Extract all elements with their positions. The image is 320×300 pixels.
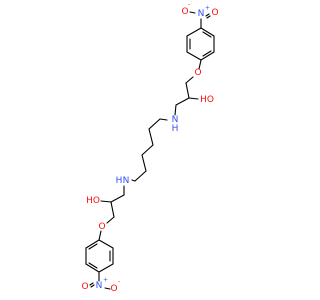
- top-nitro-oxygen-minus: O -: [181, 2, 190, 18]
- bottom-nitro-oxygen-minus: O -: [110, 279, 120, 295]
- top-hydroxyl-label: HO: [200, 95, 214, 105]
- chemical-structure-diagram: O - N + O O HO N H H N HO O O: [81, 2, 218, 295]
- bond-bottom-ring-4: [85, 263, 100, 273]
- bond-chain-1: [159, 118, 168, 121]
- bond-top-ring-3: [200, 51, 215, 61]
- bond-top-ch2-nh: [174, 104, 177, 116]
- bond-top-ring-6: [186, 27, 202, 37]
- bond-top-ring-1: [200, 27, 215, 37]
- bond-top-choh-oh: [188, 97, 199, 100]
- bond-top-ring-ether: [198, 59, 202, 70]
- top-amine: N H: [172, 115, 179, 134]
- top-nitro-oxygen-minus-symbol: O: [181, 7, 188, 17]
- top-nitro-nitrogen-symbol: N: [198, 9, 205, 19]
- bond-chain-2: [148, 118, 161, 130]
- bond-bottom-ring-1: [98, 239, 114, 249]
- top-nitro-oxygen-minus-charge: -: [188, 2, 190, 9]
- bottom-nitro-nitrogen-symbol: N: [96, 281, 103, 291]
- bottom-nitro-oxygen-minus-charge: -: [118, 279, 120, 286]
- bond-chain-6: [134, 170, 147, 182]
- bond-bottom-nitro-o-double-2: [90, 284, 95, 288]
- bond-bottom-ring-inner-2: [88, 262, 98, 269]
- bond-bottom-choh-ch2: [110, 201, 115, 218]
- bond-bottom-ch2-ether: [106, 216, 115, 224]
- bond-bottom-ring-inner-3: [88, 243, 98, 250]
- bottom-nitro-nitrogen-charge: +: [103, 277, 108, 284]
- bond-lines: [85, 11, 215, 290]
- bottom-amine-nitrogen: N: [123, 176, 130, 186]
- bond-top-nitro-o-double-2: [205, 13, 210, 17]
- bottom-nitro-oxygen: O: [81, 282, 88, 292]
- top-nitro-oxygen: O: [211, 8, 218, 18]
- top-amine-nitrogen: N: [172, 115, 179, 125]
- bond-bottom-nitro-o-minus: [104, 287, 111, 290]
- top-ether-oxygen: O: [194, 68, 201, 78]
- bottom-hydroxyl-label: HO: [86, 196, 100, 206]
- bond-chain-3: [148, 128, 154, 146]
- bottom-ether-oxygen: O: [98, 222, 105, 232]
- bond-chain-4: [141, 144, 154, 156]
- bond-top-ether-ch2: [185, 76, 194, 84]
- bond-bottom-ch2-choh: [110, 194, 125, 203]
- top-nitro-nitrogen-charge: +: [205, 5, 210, 12]
- bond-bottom-ether-ring: [98, 230, 102, 241]
- bond-top-ch2-choh: [185, 82, 190, 99]
- bond-bottom-choh-oh: [100, 200, 112, 203]
- bottom-nitro-nitrogen: N +: [96, 277, 108, 292]
- bond-top-ring-4: [186, 51, 202, 61]
- bottom-amine: H N: [116, 176, 130, 186]
- bond-top-nitro-o-minus: [189, 11, 196, 14]
- top-nitro-nitrogen: N +: [198, 5, 210, 20]
- bond-bottom-ring-6: [85, 239, 100, 249]
- bond-chain-7: [131, 179, 136, 182]
- bond-top-ring-inner-2: [202, 50, 212, 57]
- bond-top-ring-inner-1: [202, 31, 212, 38]
- bottom-nitro-oxygen-minus-symbol: O: [110, 284, 117, 294]
- bond-top-nitro-o-double: [206, 15, 211, 19]
- atom-labels: O - N + O O HO N H H N HO O O: [81, 2, 218, 295]
- bond-bottom-nitro-o-double: [89, 282, 94, 286]
- bond-chain-5: [141, 154, 147, 172]
- bottom-amine-hydrogen: H: [116, 176, 123, 186]
- bond-bottom-ring-3: [98, 263, 114, 273]
- top-amine-hydrogen: H: [172, 124, 179, 134]
- bond-top-choh-ch2: [175, 97, 190, 106]
